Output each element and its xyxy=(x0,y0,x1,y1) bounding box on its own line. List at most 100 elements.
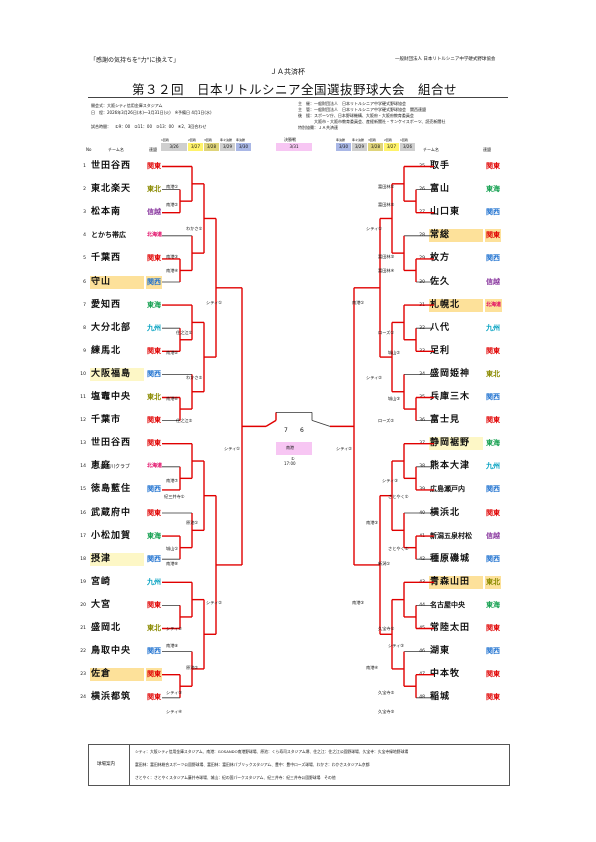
league-label: 関西 xyxy=(147,485,161,494)
team-name: 常陸太田 xyxy=(430,623,471,633)
team-number: 21 xyxy=(80,626,86,631)
venue-label: 住之江② xyxy=(176,418,193,423)
venue-label: シティ① xyxy=(366,226,383,231)
team-name: 鳥取中央 xyxy=(91,646,132,657)
team-name: 横浜都筑 xyxy=(91,692,132,703)
team-name: 松本南 xyxy=(91,207,122,218)
venue-label: わかさ① xyxy=(186,226,203,231)
col-league-right: 連盟 xyxy=(483,147,491,152)
team-name: 守山 xyxy=(90,275,144,289)
team-number: 37 xyxy=(419,441,425,447)
team-name: 佐倉 xyxy=(90,668,144,682)
team-name: 常総 xyxy=(429,229,483,243)
final-round-label: 決勝戦 xyxy=(284,137,296,142)
team-name: 種原磯城 xyxy=(430,553,471,564)
team-name: 摂津 xyxy=(90,552,144,566)
venue-label: シティ③ xyxy=(388,643,405,648)
venue-label: 城山① xyxy=(166,546,179,551)
team-name: 中本牧 xyxy=(430,669,461,680)
team-name: 稲城 xyxy=(430,692,451,703)
league-label: 関東 xyxy=(486,162,500,170)
venue-label: 南港⑨ xyxy=(166,643,179,648)
venue-label: 紀三井寺① xyxy=(164,494,185,499)
team-name: 広島瀬戸内 xyxy=(430,485,465,494)
final-score-left: 7 xyxy=(284,427,288,434)
round-date: 3/26 xyxy=(161,143,187,151)
team-number: 12 xyxy=(80,418,86,424)
team-number: 6 xyxy=(83,279,86,285)
organizer-line: 主 管：一般財団法人 日本リトルシニア中学硬式野球協会 関西連盟 xyxy=(298,107,426,112)
team-name: 佐久 xyxy=(430,276,451,287)
venue-label: 南港⑥ xyxy=(166,396,179,401)
team-name: 山口東 xyxy=(430,207,461,218)
venue-guide: 球場案内 シティ：大阪シティ信用金庫スタジアム、南港：GOSANDO南港野球場、… xyxy=(88,744,510,786)
team-name: 愛知西 xyxy=(91,299,122,310)
team-name: 足利 xyxy=(430,345,451,356)
venue-label: 城山② xyxy=(388,350,401,355)
organization: 一般財団法人 日本リトルシニア中学硬式野球協会 xyxy=(395,57,496,62)
team-number: 39 xyxy=(419,487,425,493)
team-number: 5 xyxy=(83,256,86,262)
round-date: 3/30 xyxy=(236,143,251,151)
venue-label: わかさ② xyxy=(186,375,203,380)
league-label: 関東 xyxy=(147,254,161,263)
team-name: 湖東 xyxy=(430,646,451,657)
team-number: 27 xyxy=(419,210,425,216)
league-label: 関西 xyxy=(486,485,500,494)
team-name: 宮崎 xyxy=(91,576,112,587)
team-number: 15 xyxy=(80,487,86,493)
team-number: 43 xyxy=(419,579,425,585)
organizer-line: 後 援：スポーツ庁、日本野球機構、大阪府・大阪府教育委員会 xyxy=(298,113,414,118)
team-name: 盛岡姫神 xyxy=(430,368,471,379)
opening-ceremony: 開会式：大阪シティ信用金庫スタジアム xyxy=(91,103,163,108)
league-label: 関西 xyxy=(147,554,161,563)
venue-label: シティ③ xyxy=(382,478,399,483)
team-name: 大宮 xyxy=(91,599,112,610)
cup-name: ＪＡ共済杯 xyxy=(270,68,305,76)
venue-label: 原池① xyxy=(186,520,199,525)
combined-team-note: 多摩川クラブ xyxy=(100,464,131,470)
team-number: 14 xyxy=(80,464,86,470)
league-label: 関東 xyxy=(147,162,161,170)
team-number: 20 xyxy=(80,602,86,608)
team-number: 26 xyxy=(419,187,425,193)
league-label: 関東 xyxy=(146,668,162,682)
team-number: 13 xyxy=(80,441,86,447)
venue-label: シティ② xyxy=(206,600,223,605)
league-label: 北海道 xyxy=(147,463,163,470)
league-label: 東海 xyxy=(486,439,500,448)
venue-label: 南港③ xyxy=(352,600,365,605)
final-box xyxy=(276,442,312,455)
team-name: 富山 xyxy=(430,184,451,195)
page-title: 第３２回 日本リトルシニア全国選抜野球大会 組合せ xyxy=(132,82,458,97)
team-number: 35 xyxy=(419,395,425,400)
team-number: 29 xyxy=(419,256,425,262)
league-label: 関西 xyxy=(486,208,500,217)
league-label: 関東 xyxy=(486,624,500,632)
venue-guide-label: 球場案内 xyxy=(97,762,115,767)
venue-label: 富田林① xyxy=(378,184,395,189)
venue-label: 原池② xyxy=(186,665,199,670)
team-number: 25 xyxy=(419,164,425,169)
league-label: 関東 xyxy=(147,508,161,517)
league-label: 関東 xyxy=(486,693,500,702)
